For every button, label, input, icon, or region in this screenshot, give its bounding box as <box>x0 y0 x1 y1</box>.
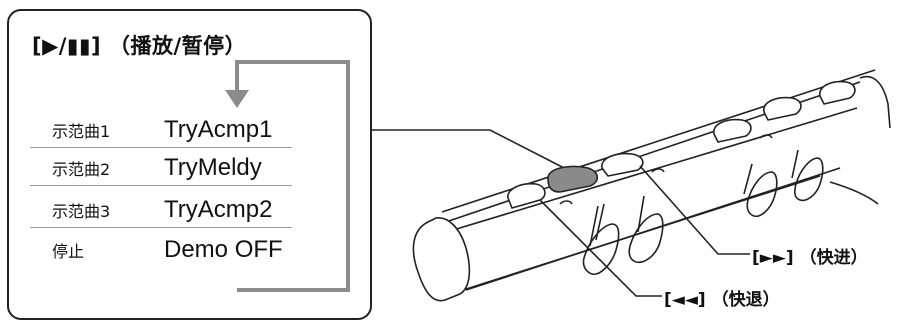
divider <box>30 227 292 228</box>
item-label-cn: 示范曲1 <box>52 122 111 141</box>
item-label-cn: 停止 <box>52 242 85 261</box>
demo-list-item: 停止 Demo OFF <box>30 230 292 268</box>
item-label-cn: 示范曲3 <box>52 202 111 221</box>
keyboard-body <box>412 69 891 302</box>
divider <box>30 147 292 148</box>
rewind-label: [◄◄] （快退） <box>664 290 780 310</box>
demo-list-item: 示范曲3 TryAcmp2 <box>30 190 292 228</box>
connector-line <box>372 129 569 171</box>
demo-list-item: 示范曲2 TryMeldy <box>30 148 292 186</box>
forward-leader-line <box>639 165 750 255</box>
play-pause-title: [▶/▮▮] （播放/暂停） <box>32 34 247 58</box>
item-label-en: TryMeldy <box>164 154 262 181</box>
play-pause-button <box>547 165 599 193</box>
item-label-en: TryAcmp2 <box>164 196 273 223</box>
cycle-arrow <box>225 60 350 292</box>
forward-label: [►►] （快进） <box>752 248 868 268</box>
item-label-en: Demo OFF <box>164 236 283 263</box>
item-label-en: TryAcmp1 <box>164 116 273 143</box>
rewind-leader-line <box>539 199 662 297</box>
divider <box>30 185 292 186</box>
demo-list-item: 示范曲1 TryAcmp1 <box>30 110 292 148</box>
item-label-cn: 示范曲2 <box>52 160 111 179</box>
